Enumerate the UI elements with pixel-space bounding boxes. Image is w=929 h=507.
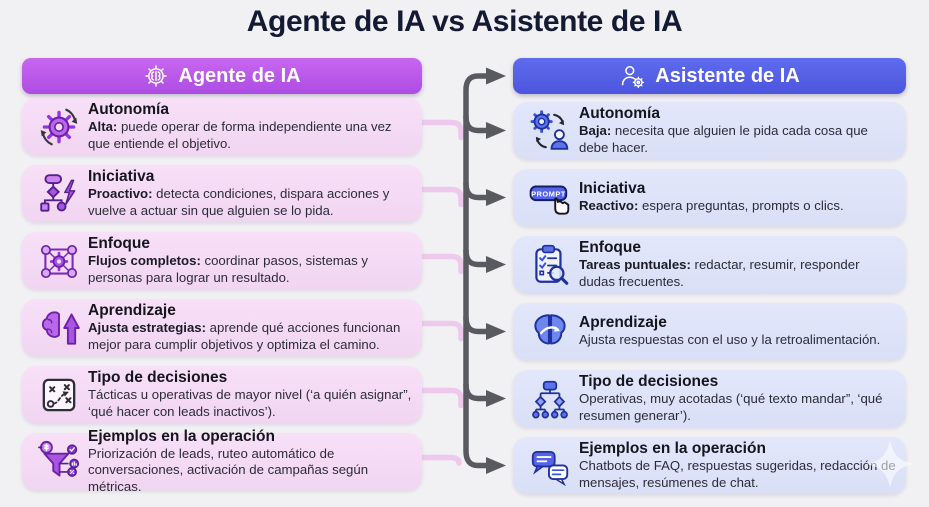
card-lead: Tareas puntuales:	[579, 257, 691, 273]
svg-text:PROMPT: PROMPT	[531, 189, 566, 198]
assistant-header-label: Asistente de IA	[655, 64, 800, 87]
chat-bubbles-icon	[521, 443, 579, 489]
card-text: coordinar pasos, sistemas y personas par…	[88, 253, 368, 285]
card-text: necesita que alguien le pida cada cosa q…	[579, 123, 868, 155]
card-desc: Priorización de leads, ruteo automático …	[88, 446, 412, 494]
team-network-icon	[30, 238, 88, 284]
card-text: redactar, resumir, responder dudas frecu…	[579, 257, 860, 289]
card-title: Aprendizaje	[88, 302, 176, 320]
assistant-row-autonomia: Autonomía Baja: necesita que alguien le …	[513, 102, 906, 159]
assistant-row-tipo-de-decisiones: Tipo de decisiones Operativas, muy acota…	[513, 370, 906, 427]
strategy-board-icon	[30, 372, 88, 418]
agent-column: Agente de IA Autonomía	[22, 58, 422, 494]
arrow-spine	[463, 73, 490, 469]
gear-person-cycle-icon	[521, 108, 579, 154]
brain-gear-icon	[143, 63, 169, 89]
card-desc: Operativas, muy acotadas (‘qué texto man…	[579, 391, 896, 423]
card-text: Tácticas u operativas de mayor nivel (‘a…	[88, 387, 412, 419]
card-text: espera preguntas, prompts o clics.	[638, 198, 844, 214]
card-title: Tipo de decisiones	[88, 369, 228, 387]
assistant-row-iniciativa: PROMPT Iniciativa Reactivo: espera pregu…	[513, 169, 906, 226]
card-title: Enfoque	[579, 239, 641, 257]
card-title: Autonomía	[88, 101, 169, 119]
card-desc: Reactivo: espera preguntas, prompts o cl…	[579, 198, 896, 214]
card-title: Tipo de decisiones	[579, 373, 719, 391]
card-title: Iniciativa	[579, 180, 646, 198]
assistant-row-ejemplos: Ejemplos en la operación Chatbots de FAQ…	[513, 437, 906, 494]
lead-funnel-icon	[30, 439, 88, 485]
card-text: Chatbots de FAQ, respuestas sugeridas, r…	[579, 458, 896, 490]
card-lead: Reactivo:	[579, 198, 639, 214]
flowchart-bolt-icon	[30, 171, 88, 217]
page-title: Agente de IA vs Asistente de IA	[246, 5, 683, 38]
assistant-column: Asistente de IA	[513, 58, 906, 494]
card-title: Ejemplos en la operación	[579, 440, 766, 458]
agent-header-label: Agente de IA	[178, 64, 301, 87]
card-text: puede operar de forma independiente una …	[88, 119, 392, 151]
card-lead: Proactivo:	[88, 186, 153, 202]
agent-header: Agente de IA	[22, 58, 422, 94]
decision-tree-icon	[521, 376, 579, 422]
card-text: aprende qué acciones funcionan mejor par…	[88, 320, 401, 352]
card-lead: Flujos completos:	[88, 253, 201, 269]
card-desc: Baja: necesita que alguien le pida cada …	[579, 123, 896, 155]
card-text: Priorización de leads, ruteo automático …	[88, 446, 369, 494]
assistant-row-aprendizaje: Aprendizaje Ajusta respuestas con el uso…	[513, 303, 906, 360]
agent-row-enfoque: Enfoque Flujos completos: coordinar paso…	[22, 232, 422, 289]
card-desc: Proactivo: detecta condiciones, dispara …	[88, 186, 412, 218]
card-desc: Ajusta respuestas con el uso y la retroa…	[579, 332, 896, 348]
card-desc: Flujos completos: coordinar pasos, siste…	[88, 253, 412, 285]
brain-feedback-icon	[521, 309, 579, 355]
card-desc: Alta: puede operar de forma independient…	[88, 119, 412, 151]
agent-row-aprendizaje: Aprendizaje Ajusta estrategias: aprende …	[22, 299, 422, 356]
agent-row-ejemplos: Ejemplos en la operación Priorización de…	[22, 428, 422, 494]
checklist-magnifier-icon	[521, 242, 579, 288]
card-lead: Alta:	[88, 119, 118, 135]
card-lead: Baja:	[579, 123, 612, 139]
card-title: Aprendizaje	[579, 314, 667, 332]
agent-row-iniciativa: Iniciativa Proactivo: detecta condicione…	[22, 165, 422, 222]
card-desc: Ajusta estrategias: aprende qué acciones…	[88, 320, 412, 352]
assistant-header: Asistente de IA	[513, 58, 906, 94]
brain-up-arrow-icon	[30, 305, 88, 351]
card-text: detecta condiciones, dispara acciones y …	[88, 186, 390, 218]
card-text: Ajusta respuestas con el uso y la retroa…	[579, 332, 881, 348]
card-text: Operativas, muy acotadas (‘qué texto man…	[579, 391, 883, 423]
prompt-button-icon: PROMPT	[521, 175, 579, 221]
card-title: Autonomía	[579, 105, 660, 123]
agent-stub-lines	[419, 119, 464, 466]
card-title: Ejemplos en la operación	[88, 428, 275, 446]
card-title: Iniciativa	[88, 168, 155, 186]
card-desc: Chatbots de FAQ, respuestas sugeridas, r…	[579, 458, 896, 490]
card-desc: Tácticas u operativas de mayor nivel (‘a…	[88, 387, 412, 419]
card-title: Enfoque	[88, 235, 150, 253]
arrowhead-icons	[486, 67, 506, 474]
agent-row-autonomia: Autonomía Alta: puede operar de forma in…	[22, 98, 422, 155]
card-lead: Ajusta estrategias:	[88, 320, 206, 336]
card-desc: Tareas puntuales: redactar, resumir, res…	[579, 257, 896, 289]
gear-cycle-icon	[30, 104, 88, 150]
agent-row-tipo-de-decisiones: Tipo de decisiones Tácticas u operativas…	[22, 366, 422, 423]
assistant-row-enfoque: Enfoque Tareas puntuales: redactar, resu…	[513, 236, 906, 293]
assistant-gear-icon	[619, 63, 646, 90]
